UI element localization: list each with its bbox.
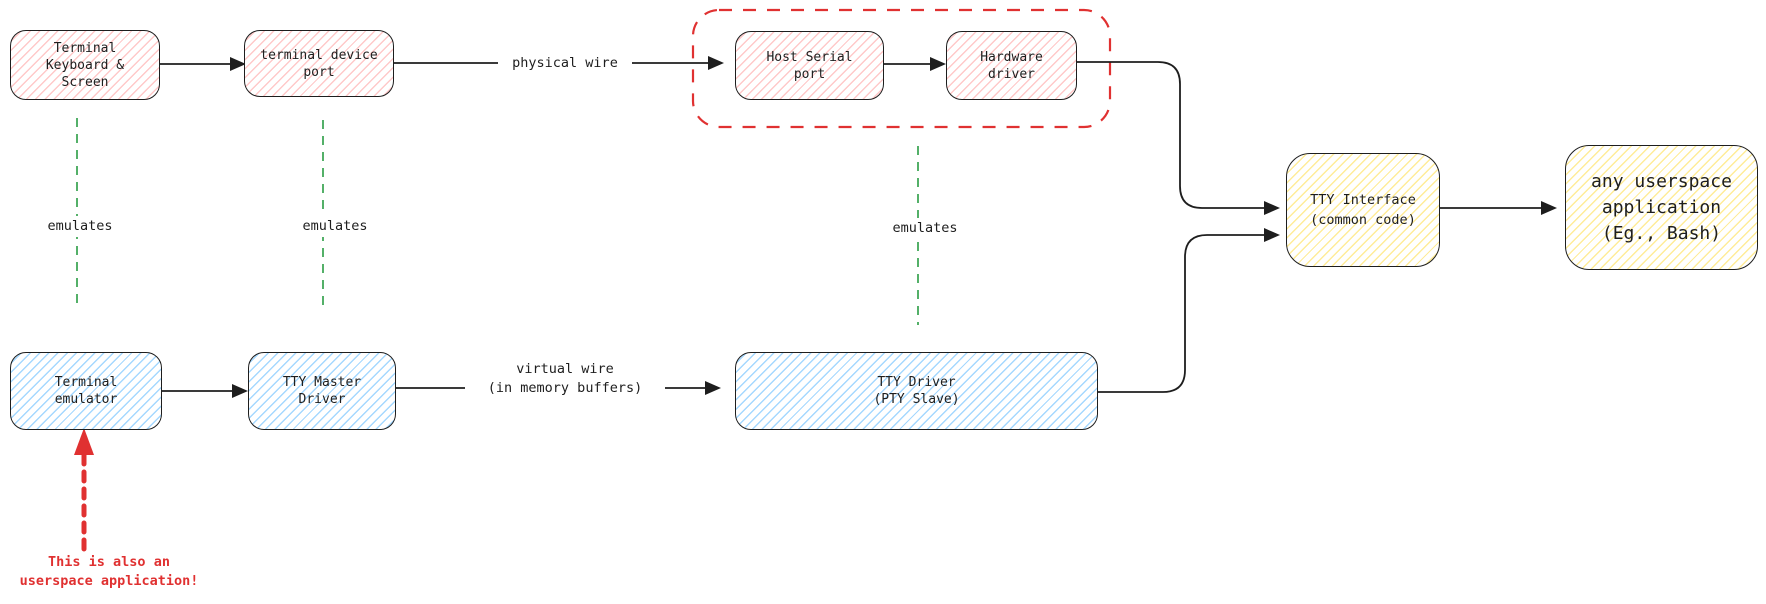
arrowhead	[708, 56, 724, 70]
arrowhead	[705, 381, 721, 395]
label-virtual-wire: virtual wire (in memory buffers)	[465, 359, 665, 399]
wire-ttydriver-to-ttyinterface	[1097, 234, 1267, 393]
arrowhead	[1541, 201, 1557, 215]
arrowhead	[1264, 201, 1280, 215]
hardware-group-outline	[691, 8, 1112, 129]
label-emulates-terminal: emulates	[40, 216, 120, 237]
arrowhead	[230, 57, 246, 71]
userspace-note-arrowhead	[74, 428, 94, 455]
label-emulates-serial: emulates	[885, 218, 965, 239]
label-physical-wire: physical wire	[498, 53, 632, 74]
userspace-note-text: This is also an userspace application!	[19, 554, 199, 589]
node-terminal-keyboard-screen: Terminal Keyboard & Screen	[10, 30, 160, 100]
node-userspace-application: any userspace application (Eg., Bash)	[1565, 145, 1758, 270]
wire-hwdriver-to-ttyinterface	[1076, 61, 1267, 209]
node-tty-interface: TTY Interface (common code)	[1286, 153, 1440, 267]
node-hardware-driver: Hardware driver	[946, 31, 1077, 100]
arrowhead	[930, 57, 946, 71]
node-tty-driver-pty-slave: TTY Driver (PTY Slave)	[735, 352, 1098, 430]
arrowhead	[1264, 228, 1280, 242]
arrowhead	[232, 384, 248, 398]
node-terminal-device-port: terminal device port	[244, 30, 394, 97]
node-tty-master-driver: TTY Master Driver	[248, 352, 396, 430]
label-emulates-device-port: emulates	[295, 216, 375, 237]
node-host-serial-port: Host Serial port	[735, 31, 884, 100]
node-terminal-emulator: Terminal emulator	[10, 352, 162, 430]
